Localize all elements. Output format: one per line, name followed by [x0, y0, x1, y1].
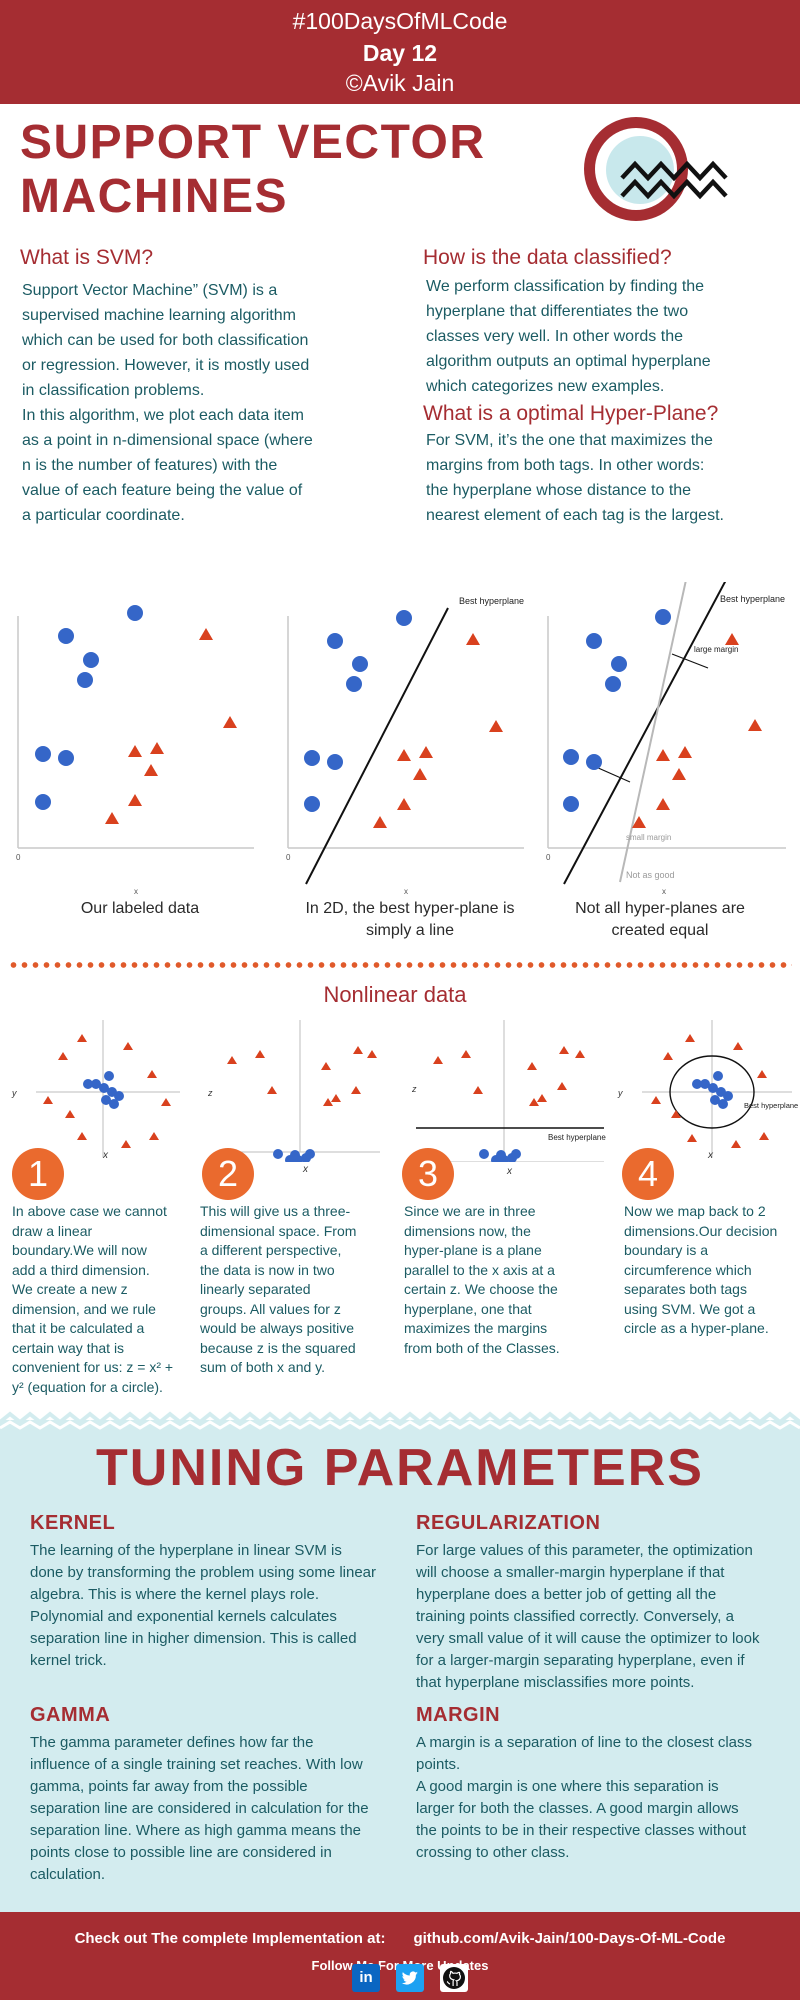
- axis-zero-label: 0: [546, 853, 551, 862]
- step-1-text: In above case we cannot draw a linear bo…: [12, 1203, 174, 1395]
- what-is-svm-heading: What is SVM?: [20, 246, 154, 269]
- step-2-badge: 2: [202, 1148, 254, 1200]
- how-classified-text: We perform classification by finding the…: [426, 278, 711, 395]
- axis-y-label: y: [617, 1088, 623, 1098]
- axis-x-label: x: [708, 1150, 713, 1161]
- how-classified-heading: How is the data classified?: [423, 246, 672, 269]
- step-3-text: Since we are in three dimensions now, th…: [404, 1203, 560, 1356]
- best-hyperplane-label: Best hyperplane: [459, 596, 524, 606]
- margin-text: A margin is a separation of line to the …: [416, 1734, 753, 1861]
- github-repo-link[interactable]: github.com/Avik-Jain/100-Days-Of-ML-Code: [413, 1930, 726, 1947]
- nonlinear-title: Nonlinear data: [323, 982, 467, 1007]
- axis-y-label: y: [11, 1088, 17, 1098]
- best-hyperplane-label: Best hyperplane: [548, 1133, 606, 1142]
- axis-x-label: x: [507, 1166, 512, 1177]
- header-banner: #100DaysOfMLCode Day 12 ©Avik Jain: [0, 0, 800, 104]
- best-hyperplane-label: Best hyperplane: [744, 1101, 798, 1110]
- twitter-icon[interactable]: [396, 1964, 424, 1992]
- chart-nonlinear-xy: y 0: [11, 1020, 180, 1157]
- zigzag-divider: [0, 1411, 800, 1430]
- footer-checkout-line: Check out The complete Implementation at…: [0, 1930, 800, 1947]
- axis-x-label: x: [103, 1150, 108, 1161]
- axis-x-label: x: [303, 1164, 308, 1175]
- optimal-hyperplane-text: For SVM, it’s the one that maximizes the…: [426, 432, 724, 524]
- axis-x-label: x: [662, 887, 666, 896]
- step-1-badge: 1: [12, 1148, 64, 1200]
- not-as-good-label: Not as good: [626, 870, 675, 880]
- axis-z-label: z: [207, 1088, 213, 1098]
- kernel-heading: KERNEL: [30, 1512, 116, 1534]
- chart-hyperplanes-compared: 0 x Best hyperplane large margin small m…: [546, 582, 786, 896]
- caption-best-hyperplane: In 2D, the best hyper-plane is simply a …: [305, 900, 515, 939]
- github-icon[interactable]: [440, 1964, 468, 1992]
- step-3-badge: 3: [402, 1148, 454, 1200]
- dotted-separator: [8, 962, 792, 968]
- margin-heading: MARGIN: [416, 1704, 501, 1726]
- optimal-hyperplane-heading: What is a optimal Hyper-Plane?: [423, 402, 719, 425]
- author: ©Avik Jain: [345, 70, 455, 96]
- regularization-text: For large values of this parameter, the …: [416, 1542, 760, 1691]
- chart-labeled-data: 0 x: [16, 605, 254, 896]
- svm-logo-icon: [584, 117, 728, 221]
- axis-zero-label: 0: [286, 853, 291, 862]
- footer-banner: Check out The complete Implementation at…: [0, 1912, 800, 2000]
- chart-nonlinear-xz: z: [207, 1020, 380, 1162]
- step-4-text: Now we map back to 2 dimensions.Our deci…: [624, 1203, 778, 1336]
- caption-labeled-data: Our labeled data: [80, 900, 200, 917]
- hashtag: #100DaysOfMLCode: [292, 8, 508, 34]
- gamma-heading: GAMMA: [30, 1704, 111, 1726]
- step-4-badge: 4: [622, 1148, 674, 1200]
- step-2-text: This will give us a three- dimensional s…: [200, 1203, 357, 1375]
- caption-hyperplanes-compared: Not all hyper-planes are created equal: [575, 900, 745, 939]
- chart-best-hyperplane: 0 x Best hyperplane: [286, 596, 524, 896]
- axis-x-label: x: [134, 887, 138, 896]
- kernel-text: The learning of the hyperplane in linear…: [30, 1542, 377, 1669]
- tuning-section: [0, 1420, 800, 1912]
- checkout-text: Check out The complete Implementation at…: [74, 1930, 386, 1947]
- axis-z-label: z: [411, 1084, 417, 1094]
- best-hyperplane-label: Best hyperplane: [720, 594, 785, 604]
- gamma-text: The gamma parameter defines how far the …: [30, 1734, 369, 1883]
- large-margin-label: large margin: [694, 645, 738, 654]
- tuning-title: TUNING PARAMETERS: [96, 1439, 704, 1497]
- what-is-svm-text: Support Vector Machine” (SVM) is a super…: [22, 282, 313, 524]
- chart-nonlinear-circle: y 0 Best hyperplane: [617, 1020, 798, 1157]
- axis-x-label: x: [404, 887, 408, 896]
- page-title: SUPPORT VECTOR MACHINES: [20, 116, 486, 223]
- regularization-heading: REGULARIZATION: [416, 1512, 601, 1534]
- chart-nonlinear-xz-hyperplane: z Best hyperplane: [411, 1020, 606, 1162]
- linkedin-icon[interactable]: in: [352, 1964, 380, 1992]
- small-margin-label: small margin: [626, 833, 671, 842]
- axis-zero-label: 0: [16, 853, 21, 862]
- day-label: Day 12: [362, 40, 438, 66]
